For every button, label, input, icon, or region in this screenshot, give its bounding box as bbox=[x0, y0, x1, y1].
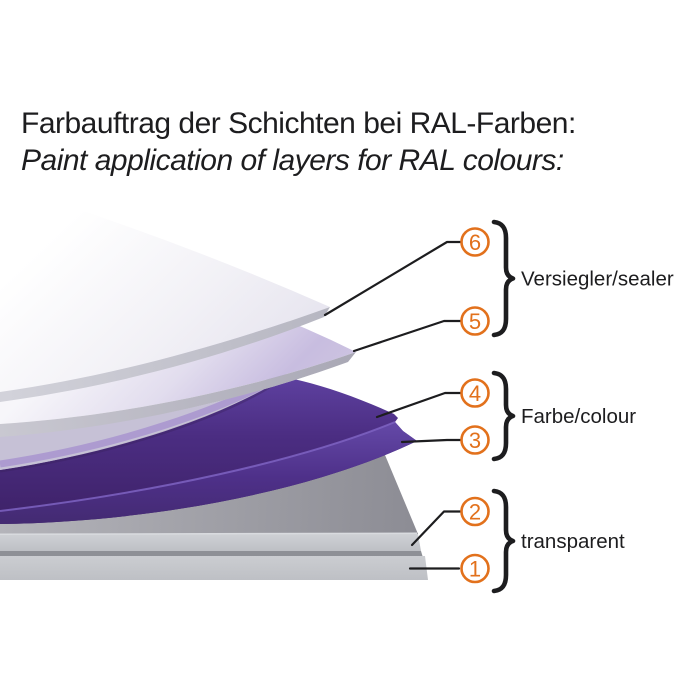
title-english: Paint application of layers for RAL colo… bbox=[21, 144, 564, 177]
callout-circle-4 bbox=[460, 378, 490, 408]
callout-number-2: 2 bbox=[469, 500, 481, 525]
label-sealer: Versiegler/sealer bbox=[521, 268, 674, 291]
title-german: Farbauftrag der Schichten bei RAL-Farben… bbox=[21, 107, 576, 140]
sheet6-edge-band bbox=[0, 307, 330, 402]
leader-line-2 bbox=[410, 510, 462, 547]
callout-number-3: 3 bbox=[469, 428, 481, 453]
callout-circle-6 bbox=[460, 227, 490, 257]
label-transparent: transparent bbox=[521, 530, 625, 553]
brace-transparent bbox=[491, 488, 516, 594]
sealer-layer-6 bbox=[0, 210, 330, 402]
colour-layer-ridge-highlight bbox=[0, 421, 396, 512]
callout-circle-1 bbox=[460, 553, 490, 584]
sheet5-edge-band bbox=[0, 352, 356, 437]
leader-line-4 bbox=[375, 391, 463, 419]
leader-line-5 bbox=[352, 319, 463, 353]
slab-gap-shadow bbox=[0, 551, 423, 556]
sheet5-overhang-shade bbox=[0, 366, 335, 470]
leader-lines bbox=[323, 240, 465, 570]
leader-line-6 bbox=[323, 240, 465, 317]
colour-layer-3 bbox=[0, 422, 417, 524]
title-block: Farbauftrag der Schichten bei RAL-Farben… bbox=[21, 107, 576, 177]
slab1-front-face bbox=[0, 556, 428, 580]
brace-sealer bbox=[491, 219, 516, 338]
callout-number-6: 6 bbox=[469, 230, 481, 255]
callout-circles: 6 5 4 3 2 1 bbox=[460, 227, 490, 584]
brace-colour bbox=[491, 370, 516, 462]
callout-circle-5 bbox=[460, 306, 490, 336]
group-labels: Versiegler/sealer Farbe/colour transpare… bbox=[521, 268, 674, 554]
slab2-front-face bbox=[0, 534, 421, 551]
colour-layer-4 bbox=[0, 377, 417, 524]
callout-circle-3 bbox=[460, 425, 490, 455]
callout-number-4: 4 bbox=[469, 381, 481, 406]
label-colour: Farbe/colour bbox=[521, 405, 636, 428]
callout-circle-2 bbox=[460, 496, 490, 527]
sheet6-surface bbox=[0, 210, 330, 392]
slab2-front-edge-highlight bbox=[0, 532, 418, 536]
callout-number-5: 5 bbox=[469, 309, 481, 334]
transparent-layer-1 bbox=[0, 556, 428, 580]
group-braces bbox=[491, 219, 516, 594]
callout-number-1: 1 bbox=[469, 557, 481, 582]
leader-line-3 bbox=[400, 438, 463, 444]
